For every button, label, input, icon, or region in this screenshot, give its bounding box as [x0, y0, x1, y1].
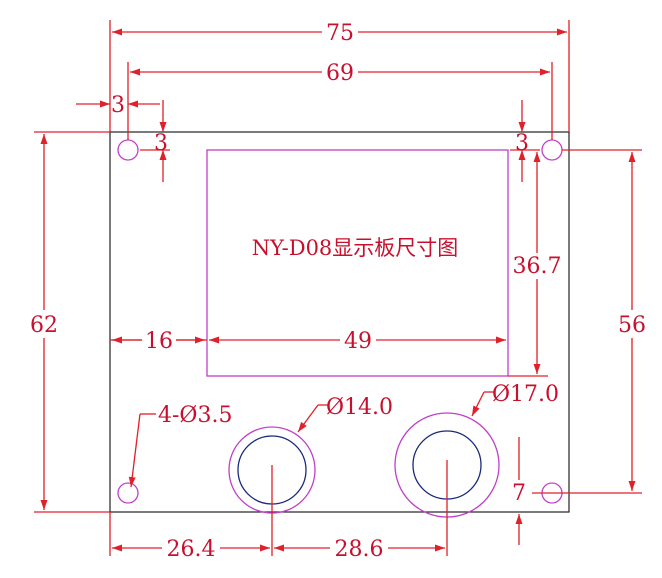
board-outline	[109, 131, 570, 513]
dim-display-height: 36.7	[513, 254, 562, 279]
dim-display-left-offset: 16	[145, 329, 173, 354]
dim-bottom-hole-offset: 7	[512, 481, 526, 506]
dim-hole-spacing-width: 69	[326, 61, 354, 86]
dim-knob1-x: 26.4	[167, 537, 216, 562]
mounting-hole-top-right	[541, 139, 563, 161]
dim-large-knob-diameter: Ø17.0	[492, 382, 559, 407]
drawing-title: NY-D08显示板尺寸图	[252, 236, 459, 260]
dim-display-width: 49	[344, 329, 372, 354]
dim-hole-edge-offset-x: 3	[111, 93, 125, 118]
dim-overall-height: 62	[30, 313, 58, 338]
mounting-hole-top-left	[117, 139, 139, 161]
display-area	[206, 149, 509, 377]
dim-overall-width: 75	[326, 21, 354, 46]
dim-hole-edge-offset-y-left: 3	[154, 131, 168, 156]
dim-hole-edge-offset-y-right: 3	[515, 131, 529, 156]
dim-small-knob-diameter: Ø14.0	[326, 395, 393, 420]
dim-hole-spacing-height: 56	[618, 313, 646, 338]
mounting-hole-bottom-left	[117, 482, 139, 504]
dim-mounting-holes: 4-Ø3.5	[158, 403, 232, 428]
dim-knob-spacing: 28.6	[335, 537, 384, 562]
